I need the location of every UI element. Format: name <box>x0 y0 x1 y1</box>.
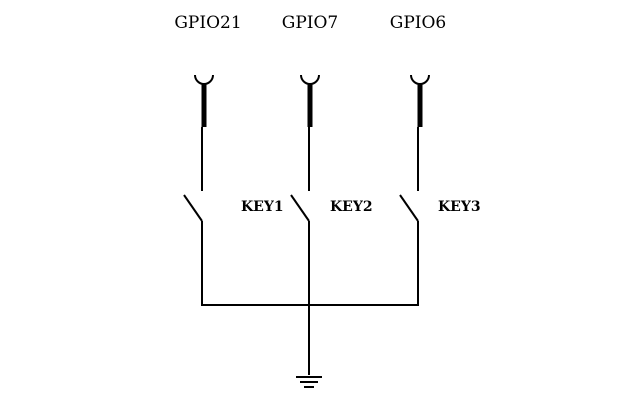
pin-label-gpio7: GPIO7 <box>282 13 339 33</box>
ground-icon <box>296 376 322 388</box>
branch-key2: KEY2 <box>290 74 373 375</box>
switch-blade-icon <box>183 194 203 222</box>
switch-label-key3: KEY3 <box>438 199 481 215</box>
switch-blade-icon <box>399 194 419 222</box>
switch-label-key2: KEY2 <box>330 199 373 215</box>
branch-key3: KEY3 <box>399 74 481 305</box>
pin-terminal-icon <box>410 74 430 85</box>
branch-key1: KEY1 <box>183 74 284 305</box>
pin-label-gpio6: GPIO6 <box>390 13 447 33</box>
pin-label-gpio21: GPIO21 <box>174 13 241 33</box>
switch-blade-icon <box>290 194 310 222</box>
pin-terminal-icon <box>194 74 214 85</box>
switch-label-key1: KEY1 <box>241 199 284 215</box>
pin-terminal-icon <box>300 74 320 85</box>
